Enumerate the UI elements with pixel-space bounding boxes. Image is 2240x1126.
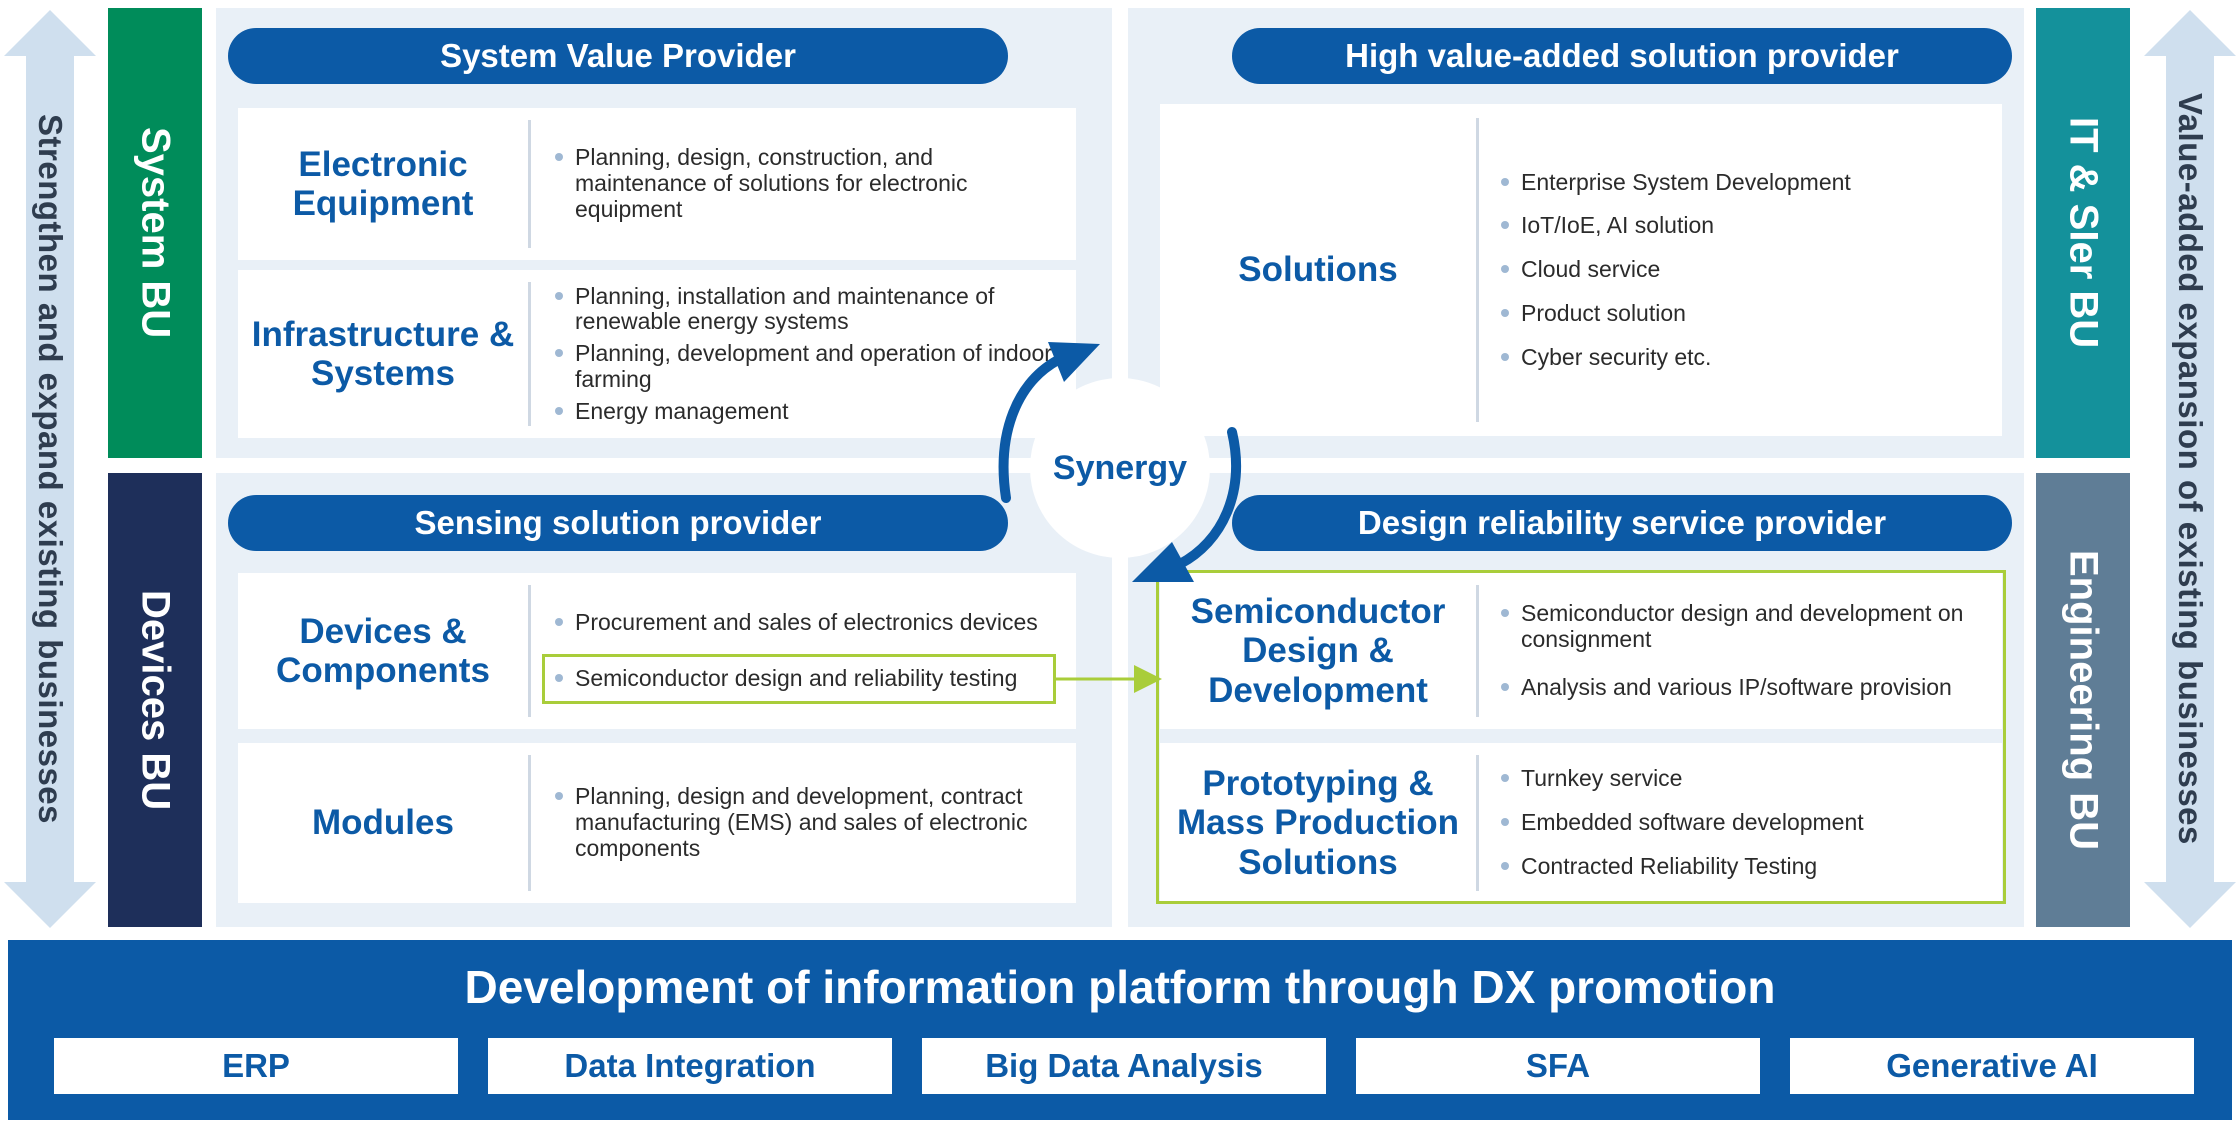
card-divider — [528, 120, 531, 248]
card-title-modules: Modules — [312, 803, 454, 843]
left-double-arrow: Strengthen and expand existing businesse… — [4, 10, 96, 928]
card-title-devices-components: Devices & Components — [276, 611, 490, 690]
bullet-item: Analysis and various IP/software provisi… — [1500, 674, 1990, 701]
card-divider — [1476, 118, 1479, 422]
right-double-arrow: Value-added expansion of existing busine… — [2144, 10, 2236, 928]
bullets-semiconductor-design: Semiconductor design and development on … — [1500, 573, 1990, 729]
card-divider — [528, 282, 531, 426]
synergy-circle: Synergy — [1030, 378, 1210, 558]
card-title-electronic-equipment: Electronic Equipment — [292, 144, 474, 223]
card-title-prototyping-mass-production: Prototyping & Mass Production Solutions — [1177, 764, 1459, 882]
dx-item-generative-ai: Generative AI — [1790, 1038, 2194, 1094]
card-divider — [1476, 585, 1479, 717]
bullet-item: Product solution — [1500, 300, 1990, 327]
card-prototyping-mass-production: Prototyping & Mass Production Solutions … — [1160, 743, 2002, 903]
dx-platform-title: Development of information platform thro… — [464, 961, 1776, 1013]
bullet-item: Semiconductor design and development on … — [1500, 601, 1990, 653]
bullet-item: Energy management — [554, 398, 1064, 425]
synergy-label: Synergy — [1052, 448, 1188, 487]
left-side-label: Strengthen and expand existing businesse… — [32, 113, 69, 824]
system-bu-bar: System BU — [108, 8, 202, 458]
bullets-prototyping-mass-production: Turnkey service Embedded software develo… — [1500, 743, 1990, 903]
dx-item-data-integration: Data Integration — [488, 1038, 892, 1094]
card-title-solutions: Solutions — [1238, 250, 1398, 290]
card-divider — [528, 585, 531, 717]
right-side-label-wrap: Value-added expansion of existing busine… — [2144, 10, 2236, 928]
dx-item-erp: ERP — [54, 1038, 458, 1094]
left-side-label-wrap: Strengthen and expand existing businesse… — [4, 10, 96, 928]
it-bu-label: IT & SIer BU — [2061, 117, 2106, 349]
header-system-value-provider: System Value Provider — [228, 28, 1008, 84]
quadrant-design-reliability: Design reliability service provider Semi… — [1128, 473, 2024, 927]
bullet-item-highlighted: Semiconductor design and reliability tes… — [554, 665, 1064, 692]
header-high-value-solution-provider: High value-added solution provider — [1232, 28, 2012, 84]
card-divider — [528, 755, 531, 891]
bullet-item: Enterprise System Development — [1500, 169, 1990, 196]
bullet-item: Cyber security etc. — [1500, 344, 1990, 371]
highlight-connector-arrow — [1056, 665, 1162, 693]
system-bu-label: System BU — [133, 127, 178, 339]
bullet-item: Procurement and sales of electronics dev… — [554, 609, 1064, 636]
card-electronic-equipment: Electronic Equipment Planning, design, c… — [238, 108, 1076, 260]
right-side-label: Value-added expansion of existing busine… — [2172, 93, 2209, 845]
dx-platform-band: Development of information platform thro… — [8, 940, 2232, 1120]
bullet-item: Planning, development and operation of i… — [554, 340, 1064, 393]
card-title-semiconductor-design: Semiconductor Design & Development — [1190, 592, 1446, 710]
card-solutions: Solutions Enterprise System Development … — [1160, 104, 2002, 436]
dx-item-big-data-analysis: Big Data Analysis — [922, 1038, 1326, 1094]
devices-bu-label: Devices BU — [133, 589, 178, 811]
bullet-item: Embedded software development — [1500, 809, 1990, 836]
header-design-reliability-service-provider: Design reliability service provider — [1232, 495, 2012, 551]
bullets-solutions: Enterprise System Development IoT/IoE, A… — [1500, 104, 1990, 436]
card-divider — [1476, 755, 1479, 891]
bullets-electronic-equipment: Planning, design, construction, and main… — [554, 108, 1064, 260]
card-infrastructure-systems: Infrastructure & Systems Planning, insta… — [238, 270, 1076, 438]
quadrant-high-value-solution: High value-added solution provider Solut… — [1128, 8, 2024, 458]
bullet-item: Turnkey service — [1500, 766, 1990, 792]
bullets-devices-components: Procurement and sales of electronics dev… — [554, 573, 1064, 729]
engineering-bu-bar: Engineering BU — [2036, 473, 2130, 927]
bullet-item: Cloud service — [1500, 256, 1990, 283]
highlight-box-semiconductor-testing — [542, 654, 1056, 704]
it-bu-bar: IT & SIer BU — [2036, 8, 2130, 458]
synergy-cycle-arrows-icon — [998, 342, 1241, 582]
bullet-item: Contracted Reliability Testing — [1500, 853, 1990, 880]
bullet-item: Planning, design, construction, and main… — [554, 144, 1064, 222]
bullet-item: Planning, installation and maintenance o… — [554, 283, 1064, 336]
dx-item-sfa: SFA — [1356, 1038, 1760, 1094]
bullet-item: Planning, design and development, contra… — [554, 783, 1054, 861]
highlight-box-design-reliability — [1156, 570, 2006, 904]
card-modules: Modules Planning, design and development… — [238, 743, 1076, 903]
header-sensing-solution-provider: Sensing solution provider — [228, 495, 1008, 551]
engineering-bu-label: Engineering BU — [2061, 549, 2106, 851]
card-semiconductor-design: Semiconductor Design & Development Semic… — [1160, 573, 2002, 729]
bullet-item: IoT/IoE, AI solution — [1500, 213, 1990, 239]
quadrant-system-value: System Value Provider Electronic Equipme… — [216, 8, 1112, 458]
bullets-infrastructure-systems: Planning, installation and maintenance o… — [554, 270, 1064, 438]
devices-bu-bar: Devices BU — [108, 473, 202, 927]
card-title-infrastructure-systems: Infrastructure & Systems — [251, 314, 515, 393]
card-devices-components: Devices & Components Procurement and sal… — [238, 573, 1076, 729]
quadrant-sensing-solution: Sensing solution provider Devices & Comp… — [216, 473, 1112, 927]
bullets-modules: Planning, design and development, contra… — [554, 743, 1054, 903]
